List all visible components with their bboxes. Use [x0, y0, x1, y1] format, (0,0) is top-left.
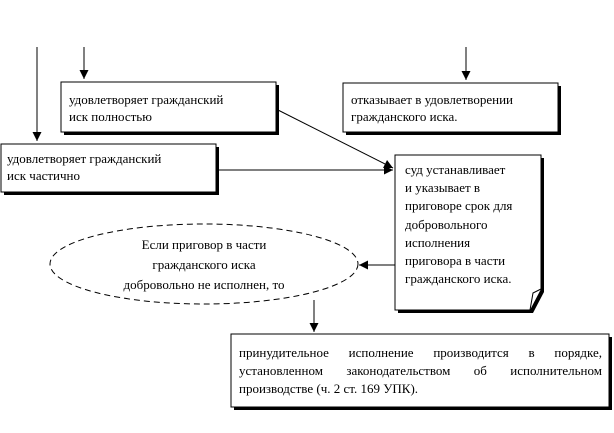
node-full-line-2: иск полностью — [69, 109, 152, 124]
arrow-full-to-court — [275, 108, 394, 169]
box-full-shape — [60, 81, 279, 135]
node-court-line-2: и указывает в — [405, 180, 481, 196]
box-court-shape — [394, 154, 544, 313]
node-court-line-4: добровольного — [405, 216, 488, 232]
node-partial-satisfaction: удовлетворяет гражданский иск частично — [1, 144, 216, 192]
node-partial-line-1: удовлетворяет гражданский — [7, 151, 162, 166]
node-refuse-line-1: отказывает в удовлетворении — [351, 92, 513, 107]
node-refusal: отказывает в удовлетворении гражданского… — [343, 83, 558, 132]
node-partial-line-2: иск частично — [7, 168, 81, 183]
box-partial-shape — [0, 143, 219, 195]
node-court-line-5: исполнения — [405, 234, 471, 250]
node-condition-line-2: гражданского иска — [152, 257, 256, 272]
node-court-line-6: приговора в части — [405, 253, 506, 269]
node-full-line-1: удовлетворяет гражданский — [69, 92, 224, 107]
node-enforce-text: принудительное исполнение производится в… — [239, 345, 602, 396]
node-refuse-line-2: гражданского иска. — [351, 109, 458, 124]
box-refuse-shape — [342, 82, 561, 135]
node-court-sets-deadline: суд устанавливает и указывает в приговор… — [395, 155, 541, 288]
node-forced-enforcement: принудительное исполнение производится в… — [231, 334, 609, 407]
node-court-line-1: суд устанавливает — [405, 162, 506, 177]
node-court-line-7: гражданского иска. — [405, 271, 512, 287]
node-full-satisfaction: удовлетворяет гражданский иск полностью — [61, 82, 276, 132]
box-enforce-shape — [230, 333, 612, 410]
node-condition-not-executed: Если приговор в части гражданского иска … — [92, 235, 316, 295]
node-condition-line-3: добровольно не исполнен, то — [123, 277, 285, 292]
condition-ellipse — [49, 223, 359, 305]
node-court-line-3: приговоре срок для — [405, 198, 513, 214]
node-condition-line-1: Если приговор в части — [141, 237, 267, 252]
